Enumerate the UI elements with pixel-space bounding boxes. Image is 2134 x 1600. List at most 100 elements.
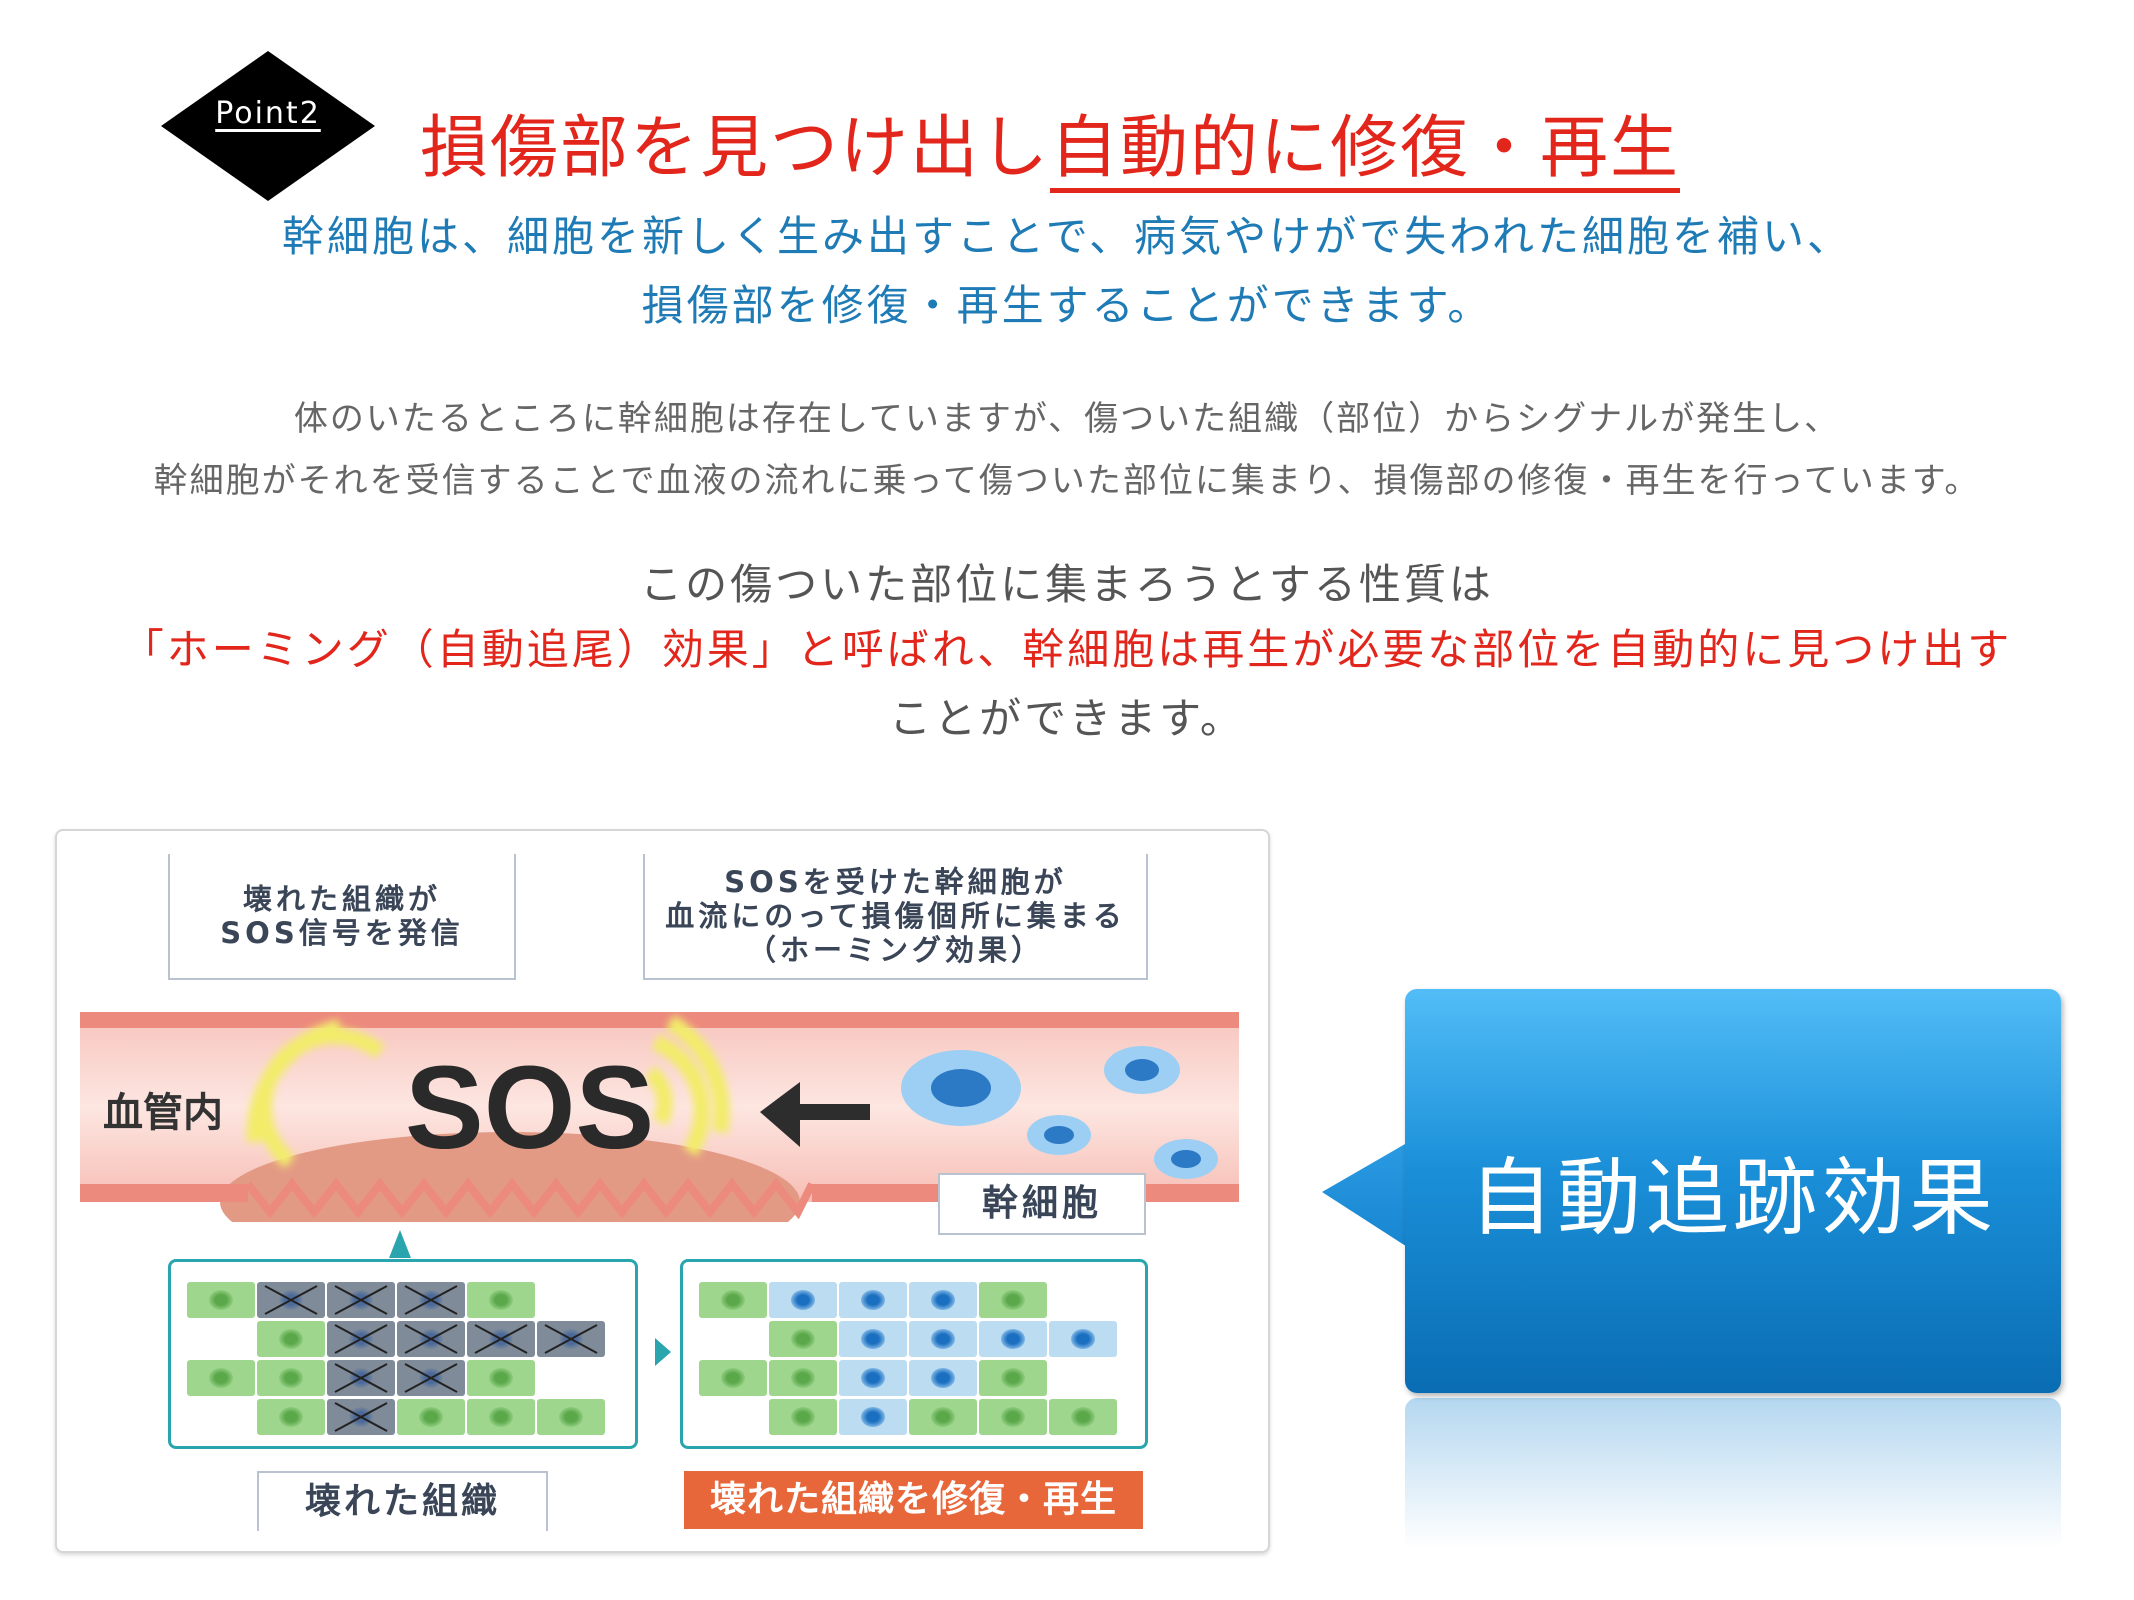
cell-nucleus [791,1368,815,1388]
healthy-cell [769,1321,837,1357]
cell-nucleus [489,1290,513,1310]
dead-cell [327,1360,395,1396]
healthy-cell [467,1399,535,1435]
box2-line: SOSを受けた幹細胞が [724,865,1067,899]
cell-nucleus [1001,1329,1025,1349]
stem-cell-label: 幹細胞 [938,1173,1146,1235]
stem-cell [1049,1321,1117,1357]
homing-box: SOSを受けた幹細胞が 血流にのって損傷個所に集まる （ホーミング効果） [643,854,1148,980]
healthy-cell [257,1360,325,1396]
sos-text: SOS [405,1042,655,1174]
homing-line-3: ことができます。 [889,694,1245,743]
damaged-tissue-label: 壊れた組織 [257,1471,548,1531]
cell-nucleus [931,1329,955,1349]
cross-icon [474,1324,528,1354]
repaired-tissue-label: 壊れた組織を修復・再生 [684,1471,1143,1529]
box1-line: 壊れた組織が [242,882,441,916]
cell-nucleus [209,1368,233,1388]
cell-nucleus [861,1290,885,1310]
cell-nucleus [1001,1368,1025,1388]
cell-nucleus [1001,1290,1025,1310]
cell-nucleus [931,1290,955,1310]
healthy-cell [699,1282,767,1318]
dead-cell [257,1282,325,1318]
sos-signal-box: 壊れた組織が SOS信号を発信 [168,854,516,980]
healthy-cell [537,1399,605,1435]
triangle-up-icon [389,1230,411,1258]
cell-nucleus [931,1407,955,1427]
stem-cell [769,1282,837,1318]
healthy-cell [979,1360,1047,1396]
cell-nucleus [559,1407,583,1427]
dead-cell [467,1321,535,1357]
signal-waves-icon [246,1015,730,1169]
cell-nucleus [791,1329,815,1349]
body-line-1: 体のいたるところに幹細胞は存在していますが、傷ついた組織（部位）からシグナルが発… [293,399,1841,439]
point-badge-label: Point2 [215,96,321,131]
healthy-cell [769,1360,837,1396]
cross-icon [404,1285,458,1315]
healthy-cell [187,1360,255,1396]
lead-line-2: 損傷部を修復・再生することができます。 [641,281,1493,330]
box1-line: SOS信号を発信 [220,916,464,950]
cell-nucleus [791,1407,815,1427]
auto-tracking-callout: 自動追跡効果 [1405,989,2061,1393]
healthy-cell [979,1282,1047,1318]
healthy-cell [909,1399,977,1435]
healthy-cell [699,1360,767,1396]
cell-nucleus [861,1407,885,1427]
cell-nucleus [419,1407,443,1427]
page-title: 損傷部を見つけ出し自動的に修復・再生 [420,92,1681,193]
cell-nucleus [721,1368,745,1388]
stem-cell [909,1282,977,1318]
stem-cell [909,1360,977,1396]
cell-nucleus [861,1329,885,1349]
damaged-wall [244,1177,816,1220]
cell-nucleus [931,1368,955,1388]
dead-cell [397,1282,465,1318]
healthy-cell [467,1360,535,1396]
cross-icon [334,1402,388,1432]
title-emphasis: 自動的に修復・再生 [1050,109,1681,193]
title-plain: 損傷部を見つけ出し [420,109,1051,188]
point-badge-diamond [161,51,375,201]
cross-icon [264,1285,318,1315]
healthy-cell [257,1321,325,1357]
stem-cell [839,1360,907,1396]
blood-vessel [80,1012,1239,1222]
dead-cell [327,1321,395,1357]
cross-icon [404,1324,458,1354]
cross-icon [334,1363,388,1393]
stem-cell [839,1282,907,1318]
callout-pointer [1322,1140,1412,1250]
cross-icon [544,1324,598,1354]
callout-reflection [1405,1398,2061,1548]
healthy-cell [979,1399,1047,1435]
healthy-cell [467,1282,535,1318]
cross-icon [404,1363,458,1393]
homing-line-2: 「ホーミング（自動追尾）効果」と呼ばれ、幹細胞は再生が必要な部位を自動的に見つけ… [121,625,2013,674]
stem-cell [979,1321,1047,1357]
body-line-2: 幹細胞がそれを受信することで血液の流れに乗って傷ついた部位に集まり、損傷部の修復… [153,461,1981,501]
stem-cell [839,1399,907,1435]
healthy-cell [397,1399,465,1435]
callout-text: 自動追跡効果 [1468,1148,1997,1247]
cross-icon [334,1324,388,1354]
cross-icon [334,1285,388,1315]
box2-line: 血流にのって損傷個所に集まる [665,899,1126,933]
stem-cells-icon [901,1046,1218,1179]
cell-nucleus [721,1290,745,1310]
dead-cell [397,1360,465,1396]
dead-cell [537,1321,605,1357]
cell-nucleus [861,1368,885,1388]
stem-cell [909,1321,977,1357]
arrow-left-icon [760,1082,870,1147]
damaged-tissue-grid [168,1259,638,1449]
triangle-right-icon [655,1338,671,1366]
cell-nucleus [1071,1407,1095,1427]
vessel-label: 血管内 [103,1090,223,1136]
cell-nucleus [279,1368,303,1388]
repaired-tissue-grid [680,1259,1148,1449]
cell-nucleus [489,1368,513,1388]
healthy-cell [1049,1399,1117,1435]
